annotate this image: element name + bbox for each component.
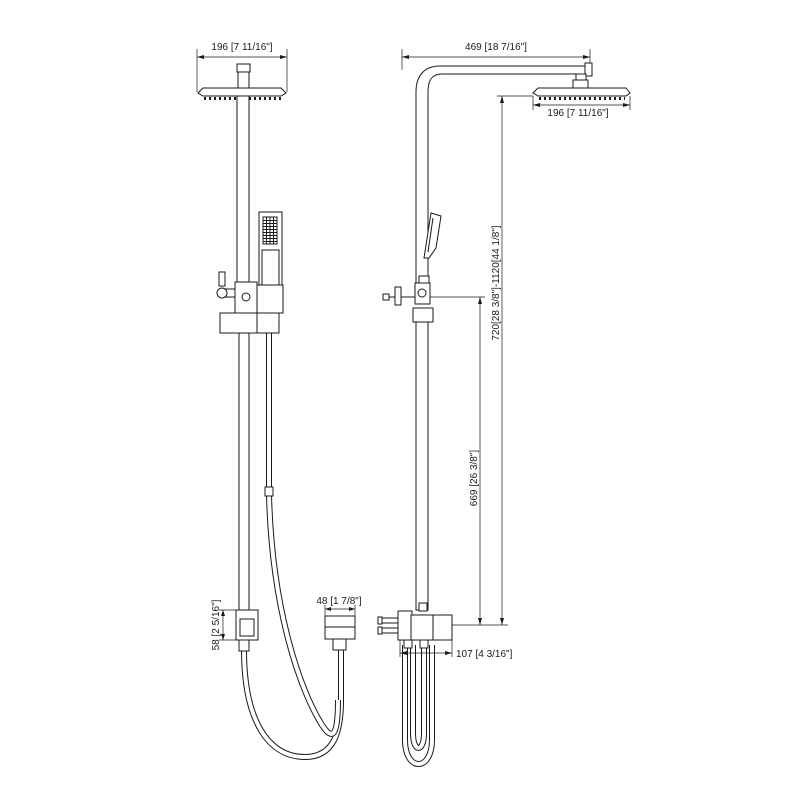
head-nut [575, 73, 587, 81]
slide-bracket-left [219, 312, 258, 334]
arrowhead [197, 55, 204, 59]
side-valve-depth-dimension: 107 [4 3/16"] [399, 640, 513, 660]
valve-knob-cap [377, 626, 383, 635]
valve-knob-cap [377, 616, 383, 625]
spray-grid [263, 217, 277, 244]
side-slide-bracket [412, 307, 434, 323]
arrowhead [400, 651, 407, 655]
front-head-width-dimension: 196 [7 11/16"] [196, 42, 288, 92]
hose-outline [241, 649, 344, 761]
arrowhead [349, 607, 355, 611]
side-riser-height-dimension: 669 [26 3/8"] [430, 296, 485, 625]
head-connector [237, 71, 250, 89]
side-height-range-label: 720[28 3/8"]-1120[44 1/8"] [491, 225, 502, 341]
arrowhead [325, 607, 331, 611]
hose-fill [411, 645, 426, 750]
arrowhead [280, 55, 287, 59]
hose-fill [242, 649, 343, 760]
side-lower-riser-pipe [415, 321, 429, 611]
valve-knob-upper [380, 617, 399, 624]
front-outlet-width-label: 48 [1 7/8"] [316, 596, 361, 607]
arrowhead [478, 297, 482, 304]
hand-shower-edge [427, 217, 434, 253]
hose-fill [267, 494, 340, 736]
front-rain-shower-head [197, 63, 287, 100]
front-slide-bracket [219, 312, 280, 334]
arrowhead [478, 618, 482, 625]
wall-bracket-inner [239, 618, 255, 637]
wall-outlet-fitting [332, 638, 347, 651]
arrowhead [500, 618, 504, 625]
front-outlet-width-dimension: 48 [1 7/8"] [316, 596, 362, 616]
front-riser-hose [241, 649, 344, 761]
arrowhead [533, 103, 540, 107]
arrowhead [583, 55, 590, 59]
front-wall-outlet [324, 615, 356, 651]
slide-bracket-right [256, 312, 280, 334]
arrowhead [445, 651, 452, 655]
head-connector [572, 79, 589, 89]
arrowhead [221, 634, 225, 640]
side-arm-end-cap [584, 62, 593, 77]
side-bottom-valve [377, 602, 453, 649]
diverter-port [417, 288, 427, 298]
side-diverter [382, 282, 431, 306]
diverter-lever [218, 271, 226, 287]
side-riser-height-label: 669 [26 3/8"] [469, 450, 480, 507]
hand-shower-body [423, 212, 442, 259]
hand-shower-holder [256, 284, 284, 314]
arrowhead [623, 103, 630, 107]
hose-fill [403, 645, 434, 766]
diverter-port [241, 292, 251, 302]
head-nut [236, 63, 251, 73]
side-valve-depth-label: 107 [4 3/16"] [456, 649, 513, 660]
front-wall-bracket [235, 609, 259, 652]
hose-connector [264, 486, 274, 497]
front-hand-shower [256, 211, 284, 314]
front-view: 196 [7 11/16"] [196, 42, 362, 761]
front-hand-shower-hose [266, 333, 341, 737]
side-head-width-label: 196 [7 11/16"] [547, 108, 608, 119]
side-height-range-dimension: 720[28 3/8"]-1120[44 1/8"] [452, 95, 533, 626]
wall-bracket-fitting [238, 639, 250, 652]
arrowhead [221, 610, 225, 616]
head-plate [197, 87, 287, 97]
side-head-width-dimension: 196 [7 11/16"] [532, 96, 631, 119]
front-bracket-height-dimension: 58 [2 5/16"] [211, 599, 236, 650]
valve-fitting [403, 639, 413, 649]
side-rain-shower-head [532, 73, 631, 100]
front-bracket-height-label: 58 [2 5/16"] [211, 599, 222, 650]
valve-fitting [419, 639, 429, 649]
diverter-knob [216, 287, 228, 299]
front-lower-riser-pipe [238, 332, 250, 611]
valve-coupler [418, 602, 428, 612]
hand-shower-handle [261, 249, 280, 286]
arrowhead [500, 96, 504, 103]
diverter-knob [382, 293, 390, 301]
head-plate [532, 87, 631, 97]
front-upper-riser-pipe [236, 95, 250, 314]
side-arm-reach-label: 469 [18 7/16"] [465, 42, 527, 53]
valve-body [410, 614, 453, 641]
valve-front [397, 610, 413, 641]
arrowhead [402, 55, 409, 59]
side-view: 469 [18 7/16"] 196 [7 11/16"] [377, 42, 631, 767]
hose-outline [266, 494, 341, 737]
front-head-width-label: 196 [7 11/16"] [211, 42, 272, 53]
side-arm-reach-dimension: 469 [18 7/16"] [401, 42, 591, 70]
side-hose [402, 645, 435, 767]
diverter-flange [394, 286, 402, 306]
valve-knob-lower [380, 627, 399, 634]
